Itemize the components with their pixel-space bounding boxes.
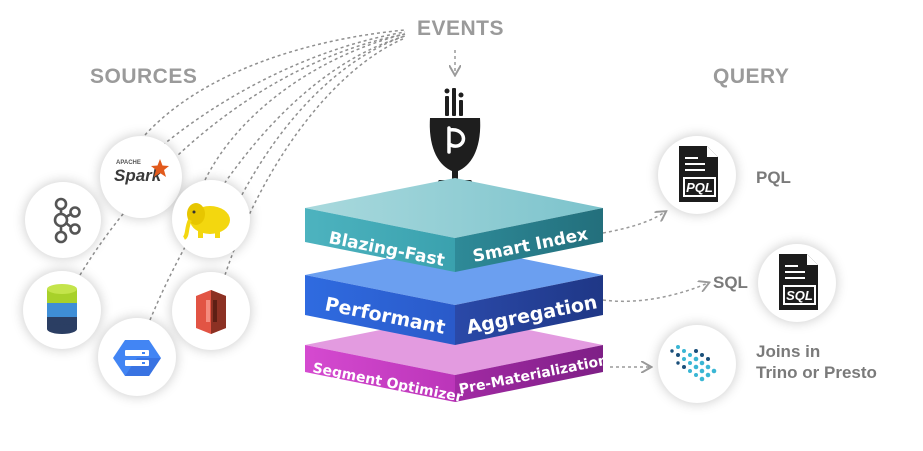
pql-label: PQL	[756, 168, 791, 187]
query-trino	[658, 325, 736, 403]
source-database	[23, 271, 101, 349]
query-pql: PQL	[658, 136, 736, 214]
query-connectors	[602, 212, 708, 367]
stack-layer-1	[305, 178, 603, 272]
pql-badge: PQL	[686, 180, 713, 195]
source-cloud-storage	[98, 318, 176, 396]
events-header: EVENTS	[417, 17, 505, 40]
sql-document-icon: SQL	[779, 254, 818, 310]
sql-label: SQL	[713, 273, 748, 292]
kafka-icon	[53, 197, 81, 244]
query-header: QUERY	[713, 65, 790, 88]
spark-star-icon	[151, 159, 169, 177]
cloud-storage-icon	[113, 340, 161, 376]
spark-icon: APACHE Spark	[112, 158, 172, 198]
query-sql: SQL	[758, 244, 836, 322]
sources-header: SOURCES	[90, 65, 198, 88]
hadoop-icon	[182, 203, 230, 240]
database-icon	[47, 284, 77, 334]
sql-badge: SQL	[786, 288, 813, 303]
pql-document-icon: PQL	[679, 146, 718, 202]
trino-presto-icon	[670, 345, 717, 382]
s3-icon	[196, 290, 226, 334]
source-spark: APACHE Spark	[100, 136, 182, 218]
stack-layer-2	[305, 245, 603, 345]
trino-label-line1: Joins in	[756, 342, 821, 361]
trino-label-line2: Trino or Presto	[756, 363, 877, 382]
pinot-logo-icon	[429, 88, 481, 184]
source-hadoop	[172, 180, 250, 258]
source-kafka	[25, 182, 101, 258]
source-s3	[172, 272, 250, 350]
